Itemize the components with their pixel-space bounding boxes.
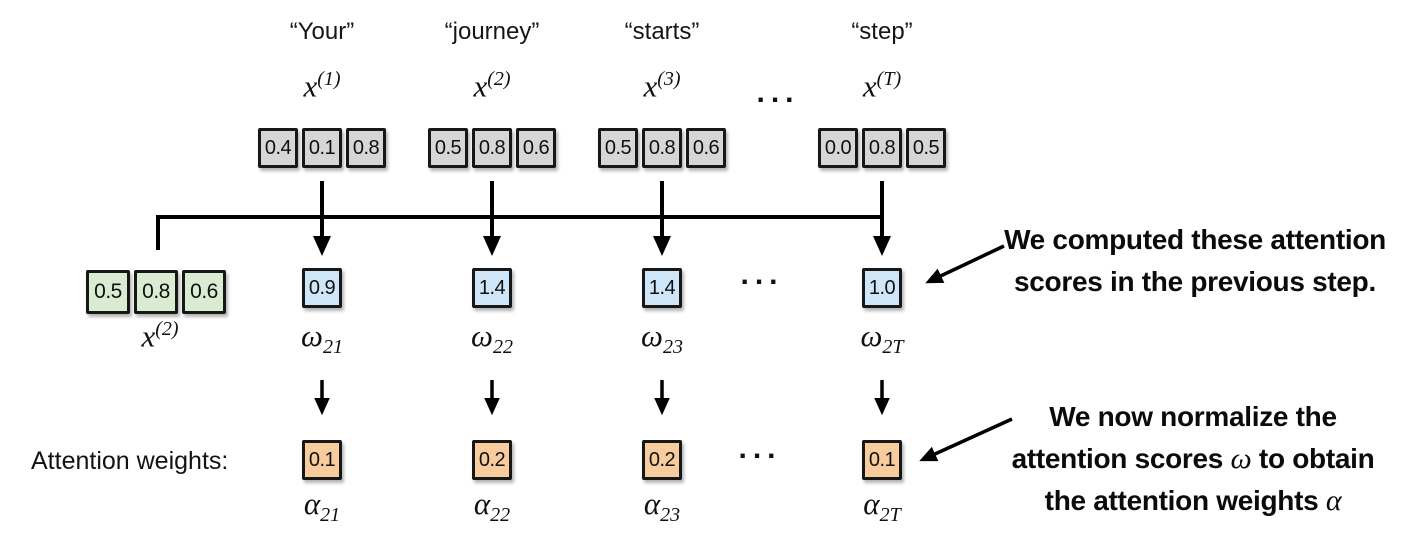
embedding-value-cell: 0.8 [472,128,512,168]
embedding-value-cell: 0.1 [302,128,342,168]
math-subscript: 22 [490,504,511,527]
token-embedding-vector: 0.5 0.8 0.6 [428,128,556,168]
ellipsis: ... [738,432,782,465]
token-embedding-symbol: x(3) [577,68,747,104]
scores-annotation-arrow [925,244,1005,284]
token-embedding-symbol: x(T) [797,68,967,104]
attention-weight-symbol: α2T [797,486,967,527]
annotation-text: attention scores [1011,443,1231,474]
math-var: x [473,68,488,104]
attention-weight-symbol: α21 [237,486,407,527]
math-superscript: (2) [487,68,511,90]
query-embedding-vector: 0.5 0.8 0.6 [86,270,226,314]
annotation-text: to obtain [1251,443,1375,474]
attention-score-box: 0.9 [302,268,342,308]
math-subscript: 2T [879,504,901,527]
embedding-value-cell: 0.6 [516,128,556,168]
math-superscript: (1) [317,68,341,90]
annotation-text: the attention weights [1044,485,1326,516]
weights-annotation-arrow [919,417,1013,462]
ellipsis: ... [740,258,784,291]
ellipsis: ... [756,76,800,109]
math-var: x [141,318,156,354]
math-var: ω [301,318,323,353]
embedding-value-cell: 0.8 [862,128,902,168]
math-subscript: 23 [662,336,683,359]
attention-score-box: 1.4 [642,268,682,308]
embedding-value-cell: 0.5 [86,270,130,314]
math-subscript: 21 [320,504,341,527]
math-var: x [303,68,318,104]
attention-weight-symbol: α23 [577,486,747,527]
query-embedding-symbol: x(2) [75,318,245,354]
math-superscript: (2) [155,318,179,340]
math-var: α [303,486,321,521]
math-subscript: 2T [882,336,904,359]
embedding-value-cell: 0.8 [134,270,178,314]
math-var: ω [641,318,663,353]
math-var: α [643,486,661,521]
attention-weight-box: 0.2 [642,440,682,480]
weights-annotation-line1: We now normalize the [1049,401,1337,432]
math-superscript: (T) [876,68,902,90]
embedding-value-cell: 0.8 [642,128,682,168]
alpha-symbol: α [1325,484,1342,517]
token-embedding-symbol: x(2) [407,68,577,104]
scores-annotation-line2: scores in the previous step. [1014,266,1376,297]
embedding-value-cell: 0.5 [428,128,468,168]
embedding-value-cell: 0.0 [818,128,858,168]
token-word-label: “Your” [289,18,355,45]
attention-score-symbol: ω2T [797,318,967,359]
token-word-label: “step” [851,18,913,45]
math-var: ω [471,318,493,353]
math-subscript: 22 [492,336,513,359]
math-superscript: (3) [657,68,681,90]
token-word-label: “journey” [444,18,540,45]
token-embedding-symbol: x(1) [237,68,407,104]
attention-weight-box: 0.2 [472,440,512,480]
math-subscript: 23 [660,504,681,527]
omega-symbol: ω [1230,442,1252,475]
math-var: ω [860,318,883,353]
token-embedding-vector: 0.0 0.8 0.5 [818,128,946,168]
math-var: x [862,68,877,104]
weights-annotation: We now normalize the attention scores ω … [983,396,1402,522]
weights-annotation-line2: attention scores ω to obtain [983,438,1402,480]
embedding-value-cell: 0.5 [906,128,946,168]
attention-score-symbol: ω23 [577,318,747,359]
math-var: α [473,486,491,521]
embedding-value-cell: 0.4 [258,128,298,168]
math-var: α [863,486,880,521]
attention-weights-row-label: Attention weights: [31,447,229,475]
attention-score-box: 1.0 [862,268,902,308]
embedding-value-cell: 0.6 [182,270,226,314]
weights-annotation-line3: the attention weights α [983,480,1402,522]
embedding-value-cell: 0.5 [598,128,638,168]
attention-score-symbol: ω21 [237,318,407,359]
math-subscript: 21 [322,336,343,359]
attention-weight-box: 0.1 [862,440,902,480]
embedding-value-cell: 0.8 [346,128,386,168]
embedding-value-cell: 0.6 [686,128,726,168]
scores-annotation-line1: We computed these attention [1004,224,1386,255]
math-var: x [643,68,658,104]
attention-score-symbol: ω22 [407,318,577,359]
token-embedding-vector: 0.4 0.1 0.8 [258,128,386,168]
token-embedding-vector: 0.5 0.8 0.6 [598,128,726,168]
token-word-label: “starts” [624,18,700,45]
scores-annotation: We computed these attention scores in th… [985,219,1402,303]
attention-weight-symbol: α22 [407,486,577,527]
attention-score-box: 1.4 [472,268,512,308]
attention-weight-box: 0.1 [302,440,342,480]
